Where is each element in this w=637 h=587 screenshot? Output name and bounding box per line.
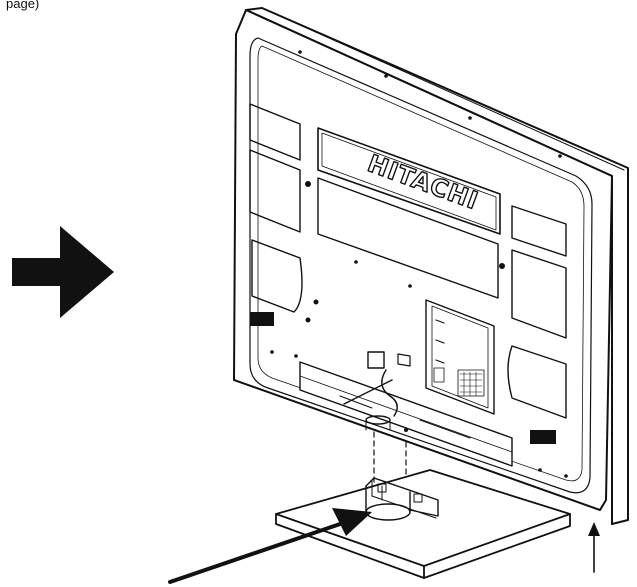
block-arrow-right-icon (12, 226, 114, 318)
power-socket (367, 351, 385, 369)
terminal-board (425, 299, 495, 415)
right-upper-panel (511, 205, 567, 257)
right-handle (530, 430, 556, 444)
cable-pointer (343, 379, 393, 405)
cable-clip (397, 353, 411, 367)
screws (270, 50, 568, 478)
logo-panel (317, 127, 501, 235)
left-middle-panel (249, 149, 301, 233)
stand-base (275, 469, 571, 579)
long-arrow-up-right-icon (168, 508, 372, 584)
left-vent (251, 239, 303, 313)
right-vent (507, 345, 567, 419)
stand-neck (365, 477, 439, 521)
thin-arrow-up-icon (588, 522, 600, 573)
center-panel (317, 177, 499, 299)
power-cable (381, 369, 398, 417)
left-upper-panel (249, 103, 301, 161)
left-handle (250, 312, 274, 326)
right-middle-panel (511, 249, 567, 339)
bottom-rail (299, 361, 513, 467)
page-fragment-text: page) (6, 0, 40, 11)
